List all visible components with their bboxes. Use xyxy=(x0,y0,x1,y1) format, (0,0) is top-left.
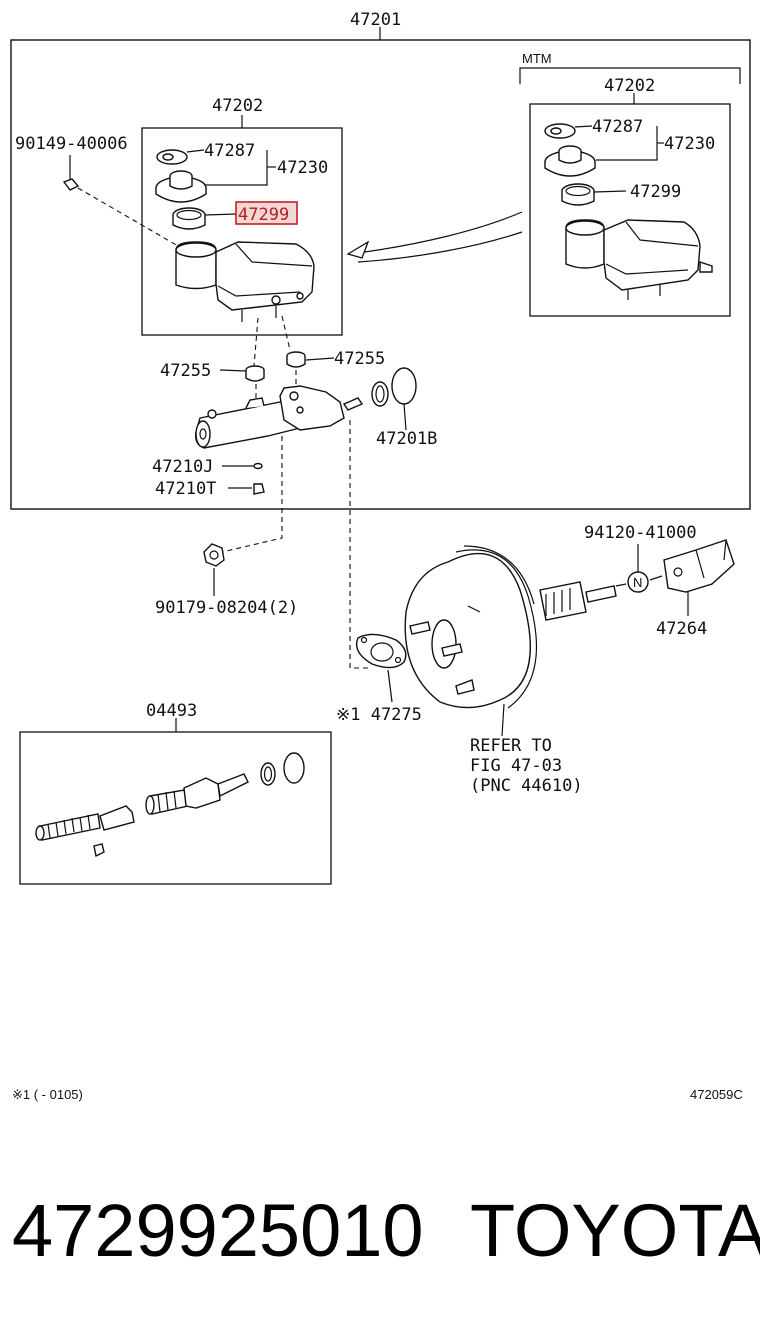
reservoir-body-mtm xyxy=(565,219,713,300)
seal-ring-part xyxy=(371,367,417,407)
refer-line-2[interactable]: FIG 47-03 xyxy=(470,756,562,776)
plug-t-part xyxy=(253,483,265,495)
reservoir-box-mtm xyxy=(529,103,731,317)
clevis-nut-marker xyxy=(627,571,649,593)
callout-47299-mtm[interactable]: 47299 xyxy=(630,182,681,202)
callout-47210T[interactable]: 47210T xyxy=(155,479,216,499)
callout-47210J[interactable]: 47210J xyxy=(152,457,213,477)
callout-04493[interactable]: 04493 xyxy=(146,701,197,721)
callout-47201B[interactable]: 47201B xyxy=(376,429,437,449)
callout-47287-mtm[interactable]: 47287 xyxy=(592,117,643,137)
figure-code: 472059C xyxy=(690,1087,743,1102)
footnote: ※1 ( - 0105) xyxy=(12,1087,83,1102)
reservoir-cap-part-mtm xyxy=(544,145,596,177)
kit-piston-primary xyxy=(35,805,135,858)
mtm-arrow xyxy=(349,211,523,255)
callout-90179-08204[interactable]: 90179-08204(2) xyxy=(155,598,298,618)
callout-47255-left[interactable]: 47255 xyxy=(160,361,211,381)
callout-47287-main[interactable]: 47287 xyxy=(204,141,255,161)
callout-47230-mtm[interactable]: 47230 xyxy=(664,134,715,154)
clevis-part xyxy=(663,539,735,593)
screw-part xyxy=(62,178,80,191)
highlight-box-47299 xyxy=(235,201,298,225)
kit-piston-secondary xyxy=(145,773,249,815)
kit-seal-rings xyxy=(260,752,305,786)
gasket-part xyxy=(355,633,407,669)
strainer-part-main xyxy=(172,207,206,230)
reservoir-body-main xyxy=(175,241,315,322)
callout-47255-right[interactable]: 47255 xyxy=(334,349,385,369)
callout-47275[interactable]: ※1 47275 xyxy=(336,705,422,725)
nut-part xyxy=(203,543,225,567)
callout-47202-mtm[interactable]: 47202 xyxy=(604,76,655,96)
kit-frame xyxy=(19,731,332,885)
grommet-right-part xyxy=(286,351,306,368)
cap-ring-part-main xyxy=(156,149,188,165)
master-cylinder-part xyxy=(194,385,364,449)
part-number-title: 4729925010 xyxy=(12,1189,424,1272)
refer-line-1[interactable]: REFER TO xyxy=(470,736,552,756)
mtm-tag: MTM xyxy=(522,51,552,66)
cap-ring-part-mtm xyxy=(544,123,576,139)
callout-47201[interactable]: 47201 xyxy=(350,10,401,30)
brand-title: TOYOTA xyxy=(470,1189,760,1272)
brake-booster-part xyxy=(404,545,617,709)
clevis-nut-letter: N xyxy=(633,575,642,590)
callout-47230-main[interactable]: 47230 xyxy=(277,158,328,178)
callout-94120-41000[interactable]: 94120-41000 xyxy=(584,523,697,543)
refer-line-3[interactable]: (PNC 44610) xyxy=(470,776,583,796)
callout-47202-main[interactable]: 47202 xyxy=(212,96,263,116)
strainer-part-mtm xyxy=(561,183,595,206)
callout-47264[interactable]: 47264 xyxy=(656,619,707,639)
callout-47299-main[interactable]: 47299 xyxy=(238,205,289,225)
reservoir-cap-part-main xyxy=(155,170,207,203)
grommet-left-part xyxy=(245,365,265,382)
callout-90149-40006[interactable]: 90149-40006 xyxy=(15,134,128,154)
plug-j-part xyxy=(253,462,263,470)
